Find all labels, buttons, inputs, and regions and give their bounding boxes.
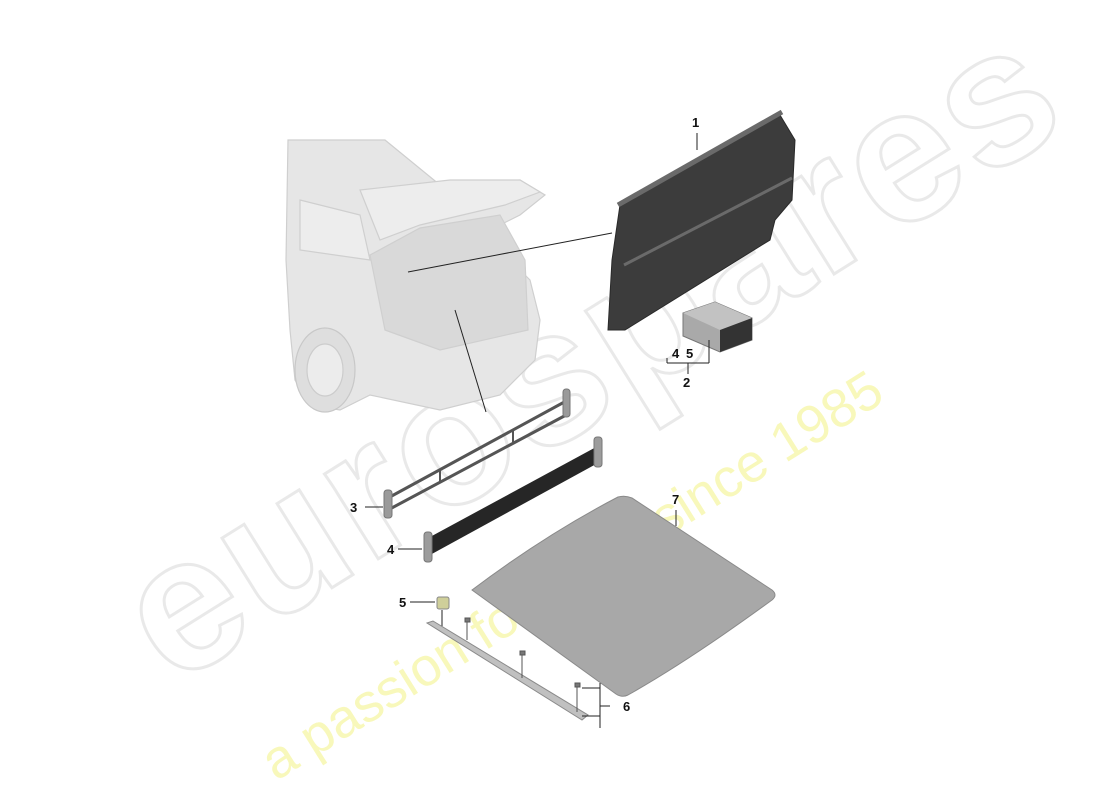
callout-1[interactable]: 1 [692,115,700,130]
callout-2[interactable]: 2 [683,375,691,390]
callout-4[interactable]: 4 [387,542,395,557]
callout-5[interactable]: 5 [399,595,407,610]
leader-lines [407,232,613,413]
part-5-clip [410,596,450,630]
callout-7[interactable]: 7 [672,492,680,507]
callout-2-sub-5[interactable]: 5 [686,346,694,361]
part-2-box [666,301,753,374]
car-rear-illustration [285,139,547,413]
part-1-cover [607,109,796,331]
part-4-separating-net [398,436,603,563]
callout-3[interactable]: 3 [350,500,358,515]
callout-6[interactable]: 6 [623,699,631,714]
callout-2-sub-4[interactable]: 4 [672,346,680,361]
part-6-rail [425,617,610,728]
part-3-net-frame [383,388,571,519]
part-7-floor-panel [471,495,776,697]
